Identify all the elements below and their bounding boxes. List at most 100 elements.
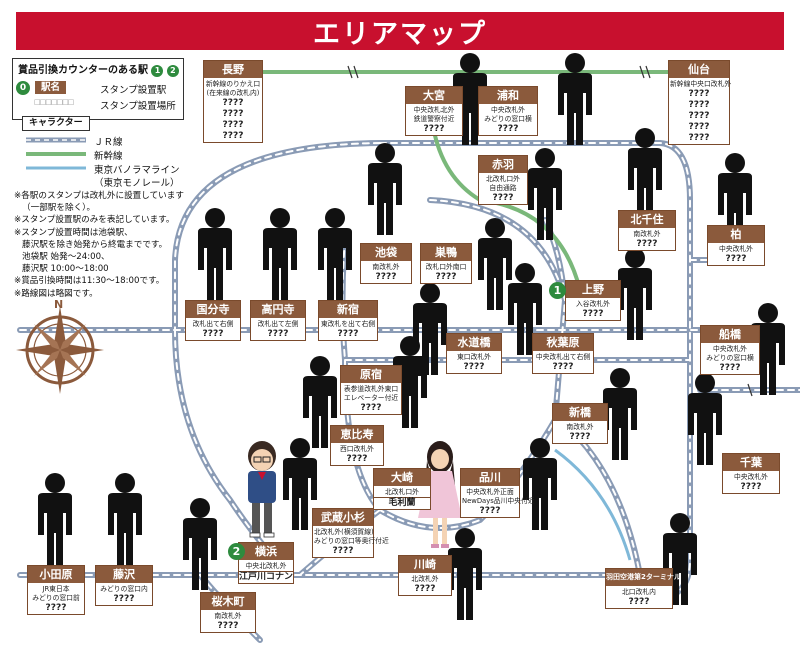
silhouette-figure: [108, 473, 142, 565]
stamp-location: 新幹線のりかえ口(在来線の改札内): [205, 80, 261, 97]
station-osaki: 大崎北改札口外毛利蘭: [373, 468, 431, 510]
stamp-placeholder: ????: [435, 272, 457, 282]
station-name: 水道橋: [447, 334, 501, 351]
silhouette-figure: [448, 528, 482, 620]
station-name: 川崎: [399, 556, 451, 573]
station-name: 藤沢: [96, 566, 152, 583]
silhouette-figure: [413, 283, 447, 375]
stamp-placeholder: ????: [688, 133, 710, 143]
stamp-location: 南改札外: [372, 263, 400, 271]
station-koenji: 高円寺改札出て左側????: [250, 300, 306, 341]
station-name: 品川: [461, 469, 519, 486]
silhouette-figure: [523, 438, 557, 530]
note-line: ※スタンプ設置駅のみを表記しています。: [14, 215, 175, 226]
stamp-placeholder: ????: [113, 594, 135, 604]
station-name: 長野: [204, 61, 262, 78]
page-title: エリアマップ: [313, 18, 487, 50]
station-haneda: 羽田空港第2ターミナル北口改札内????: [605, 568, 681, 609]
silhouette-figure: [558, 53, 592, 145]
note-line: （一部駅を除く）。: [22, 203, 96, 214]
stamp-placeholder: ????: [414, 584, 436, 594]
stamp-placeholder: ????: [688, 89, 710, 99]
stamp-location: 北改札外: [411, 575, 439, 583]
station-akabane: 赤羽北改札口外自由通路????: [478, 155, 528, 205]
stamp-placeholder: ????: [688, 111, 710, 121]
silhouette-figure: [663, 513, 697, 605]
stamp-placeholder: ????: [725, 254, 747, 264]
stamp-placeholder: ????: [719, 363, 741, 373]
station-kawasaki: 川崎北改札外????: [398, 555, 452, 596]
station-harajuku: 原宿表参道改札外東口エレベーター付近????: [340, 365, 402, 415]
silhouette-figure: [283, 438, 317, 530]
stamp-placeholder: ????: [740, 482, 762, 492]
legend-stamp-sample: □□□□□□□: [34, 98, 74, 106]
stamp-placeholder: ????: [346, 454, 368, 464]
stamp-placeholder: ????: [222, 131, 244, 141]
station-name: 新橋: [553, 404, 607, 421]
silhouette-figure: [528, 148, 562, 240]
station-name: 北千住: [619, 211, 675, 228]
station-name: 恵比寿: [331, 426, 383, 443]
station-nagano: 長野新幹線のりかえ口(在来線の改札内)????????????????: [203, 60, 263, 143]
station-name: 赤羽: [479, 156, 527, 173]
station-name: 秋葉原: [533, 334, 593, 351]
silhouette-figure: [618, 248, 652, 340]
station-musashikosugi: 武蔵小杉北改札外(横須賀線)みどりの窓口等奥行付近????: [312, 508, 389, 558]
stamp-location: 改札出て右側: [192, 320, 234, 328]
station-urawa: 浦和中央改札外みどりの窓口横????: [478, 86, 538, 136]
station-name: 大宮: [406, 87, 462, 104]
station-shinbashi: 新橋南改札外????: [552, 403, 608, 444]
stamp-placeholder: ????: [337, 329, 359, 339]
compass-icon: [16, 306, 104, 394]
station-funabashi: 船橋中央改札外みどりの窓口横????: [700, 325, 760, 375]
counter-badge-1: 1: [549, 282, 566, 299]
stamp-placeholder: ????: [582, 309, 604, 319]
conan-illustration: [248, 441, 276, 538]
title-banner: エリアマップ: [16, 12, 784, 50]
legend-counter-label: 賞品引換カウンターのある駅 1 2: [18, 61, 179, 77]
character-name: 毛利蘭: [374, 497, 430, 509]
stamp-location: 中央改札外みどりの窓口横: [706, 345, 754, 362]
stamp-location: 中央北改札外: [245, 562, 287, 570]
stamp-location: 南改札外: [214, 612, 242, 620]
stamp-location: 表参道改札外東口エレベーター付近: [343, 385, 399, 402]
stamp-location: 西口改札外: [340, 445, 374, 453]
legend-monorail-sub: （東京モノレール）: [94, 178, 180, 189]
stamp-location: 新幹線中央口改札外: [670, 80, 732, 88]
station-yokohama: 横浜中央北改札外江戸川コナン: [238, 542, 294, 584]
stamp-placeholder: ????: [636, 239, 658, 249]
station-name: 巣鴨: [421, 244, 471, 261]
legend-character-sample: キャラクター: [22, 116, 90, 131]
legend-station-desc: スタンプ設置駅: [100, 85, 167, 96]
stamp-placeholder: ????: [569, 432, 591, 442]
legend-badge-sample: 0: [16, 81, 30, 95]
station-name: 池袋: [361, 244, 411, 261]
stamp-placeholder: ????: [497, 124, 519, 134]
silhouette-figure: [183, 498, 217, 590]
stamp-placeholder: ????: [222, 120, 244, 130]
silhouette-figure: [368, 143, 402, 235]
station-name: 羽田空港第2ターミナル: [606, 569, 681, 586]
station-name: 原宿: [341, 366, 401, 383]
silhouette-figure: [628, 128, 662, 220]
station-ueno: 上野入谷改札外????: [565, 280, 621, 321]
stamp-location: JR東日本みどりの窓口前: [32, 585, 80, 602]
stamp-location: 東改札を出て右側: [320, 320, 376, 328]
stamp-location: 中央改札出て右側: [535, 353, 591, 361]
stamp-placeholder: ????: [222, 109, 244, 119]
station-name: 武蔵小杉: [313, 509, 373, 526]
legend-station-sample: 0 駅名: [16, 81, 67, 95]
station-akihabara: 秋葉原中央改札出て右側????: [532, 333, 594, 374]
stamp-placeholder: ????: [552, 362, 574, 372]
stamp-location: 中央改札外: [734, 473, 768, 481]
station-suidobashi: 水道橋東口改札外????: [446, 333, 502, 374]
stamp-placeholder: ????: [332, 546, 354, 556]
silhouette-figure: [198, 208, 232, 300]
station-name: 仙台: [669, 61, 729, 78]
stamp-location: みどりの窓口内: [100, 585, 148, 593]
legend-stamp-desc: スタンプ設置場所: [100, 101, 176, 112]
